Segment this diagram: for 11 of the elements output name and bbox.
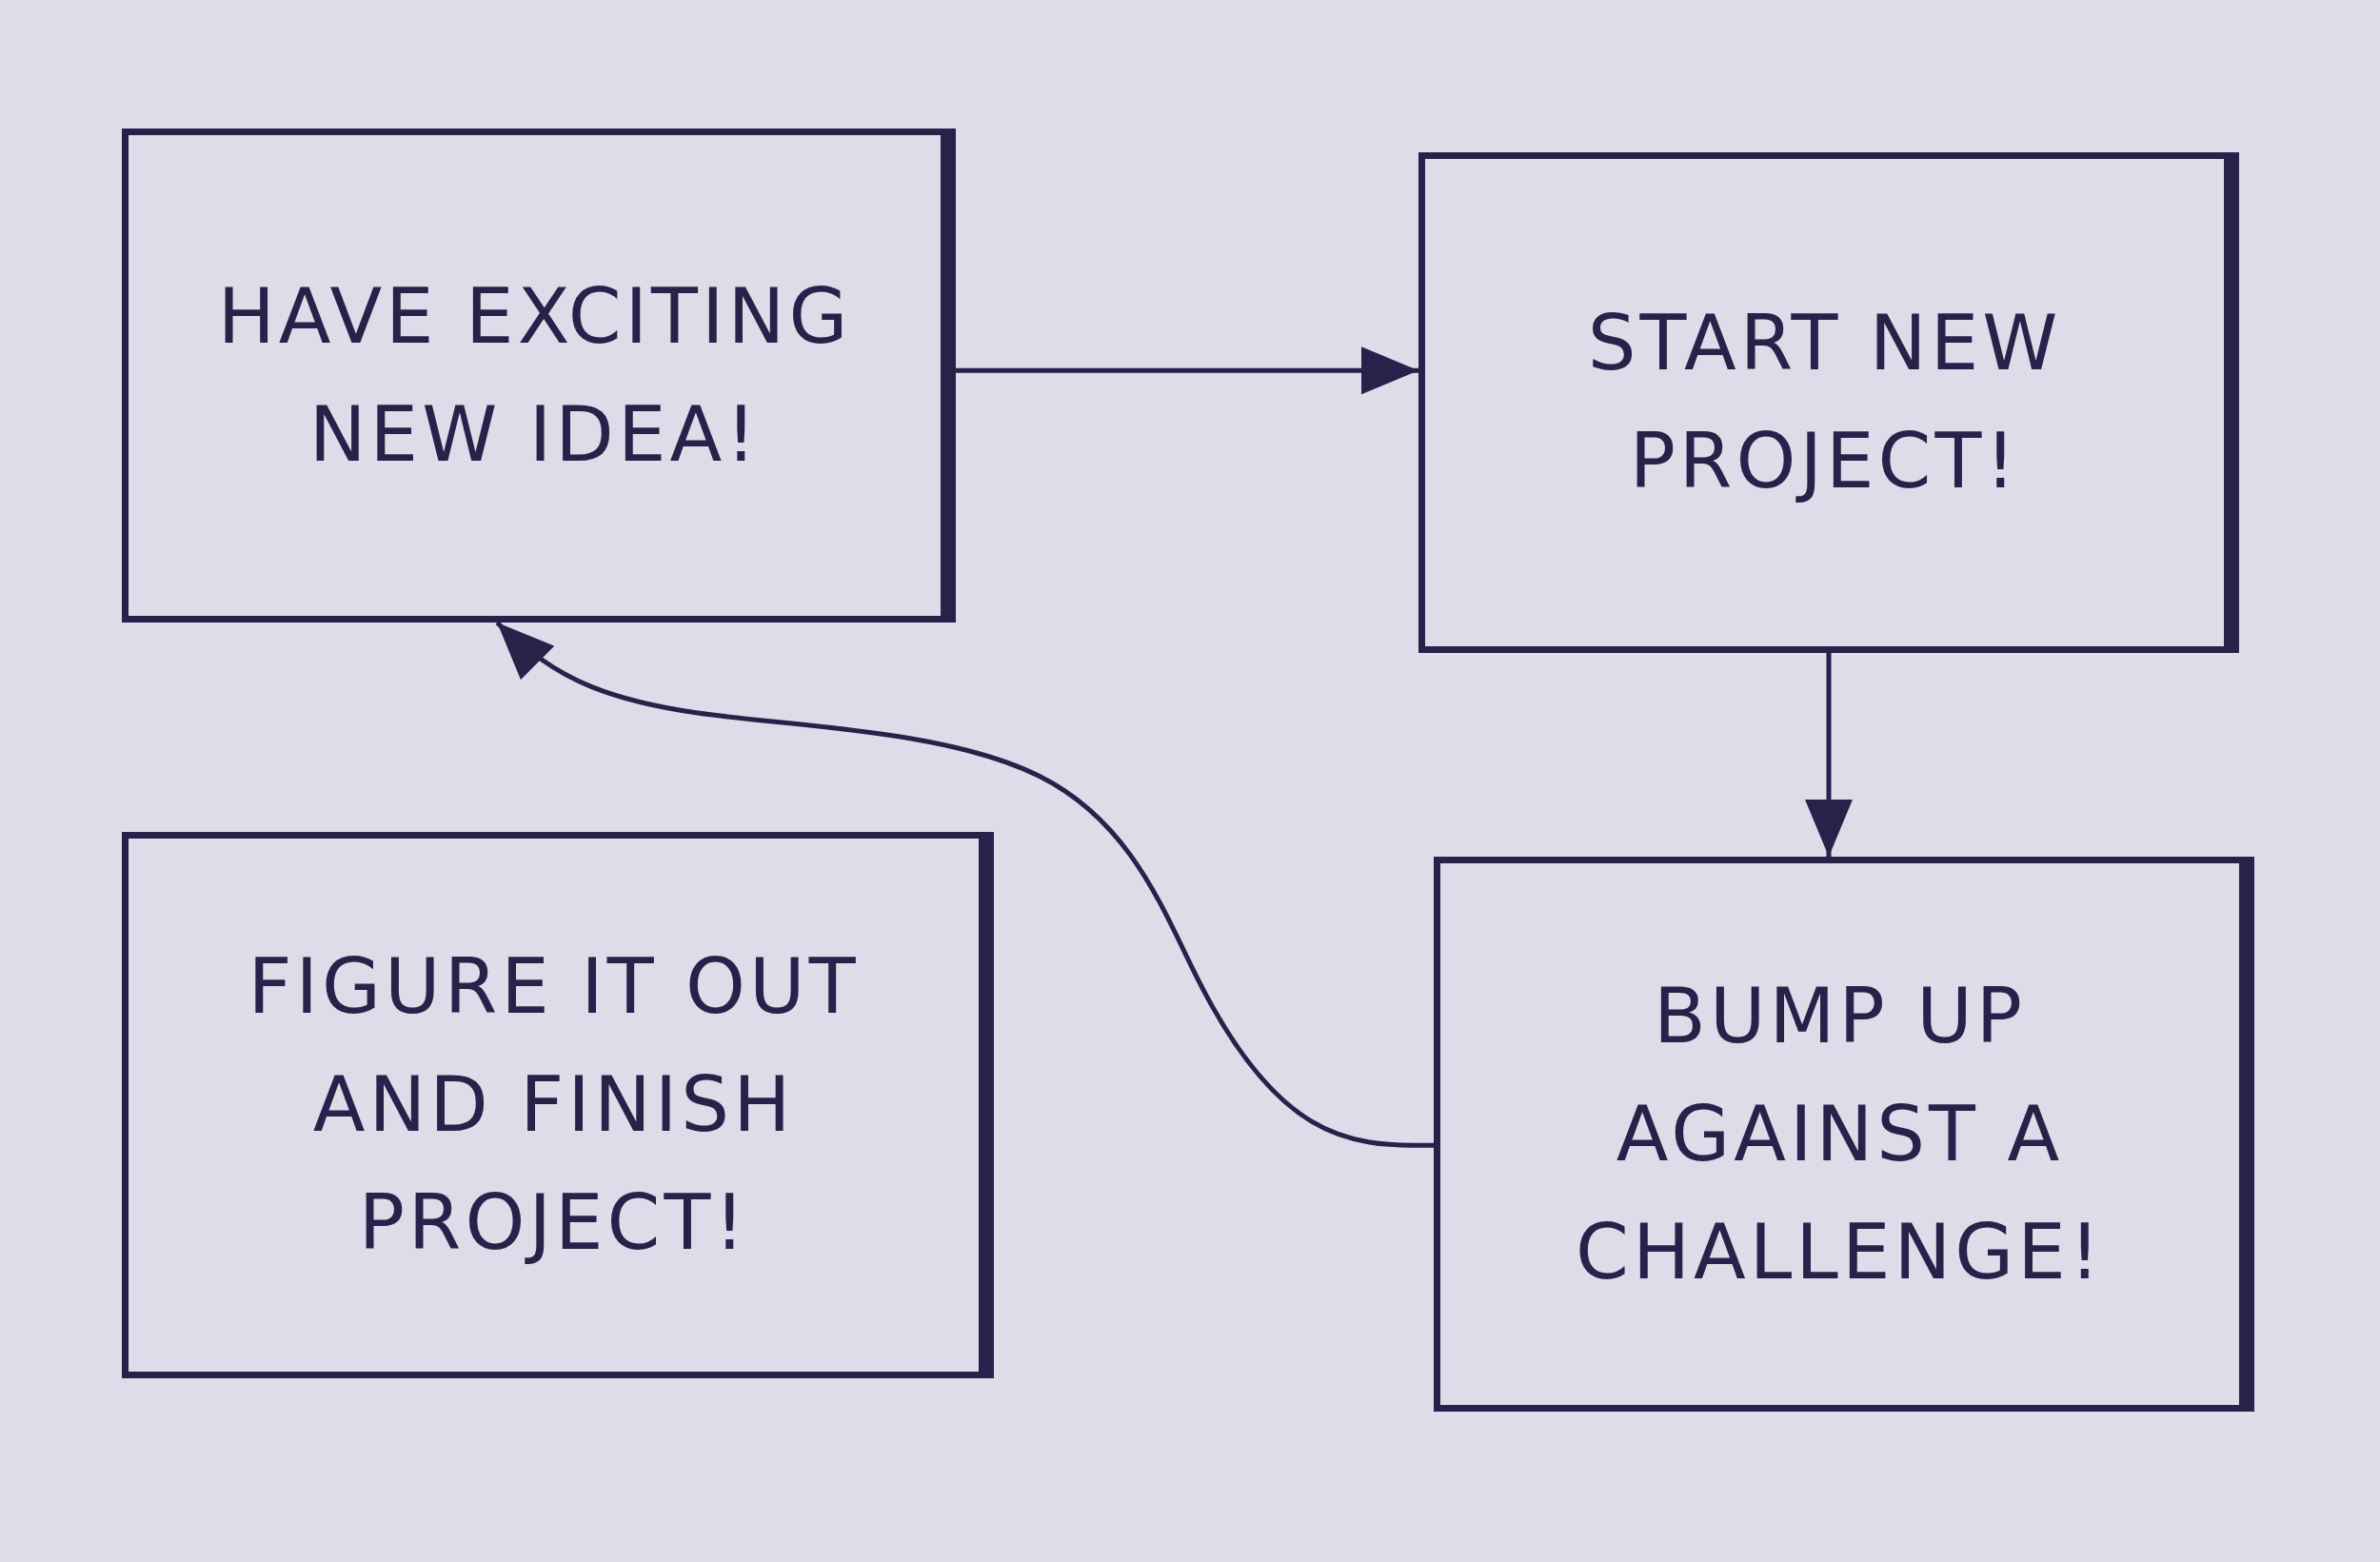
process-box [1434, 857, 2254, 1412]
box-text: START NEW PROJECT! [1586, 298, 2063, 507]
arrow [1805, 653, 1853, 857]
process-box [122, 129, 956, 623]
box-text: HAVE EXCITING NEW IDEA! [216, 270, 853, 481]
arrow [956, 346, 1418, 395]
arrow [495, 621, 1434, 1148]
process-box [1418, 152, 2239, 653]
box-text: FIGURE IT OUT AND FINISH PROJECT! [247, 941, 861, 1269]
process-box [122, 832, 994, 1378]
box-text: BUMP UP AGAINST A CHALLENGE! [1575, 970, 2105, 1298]
